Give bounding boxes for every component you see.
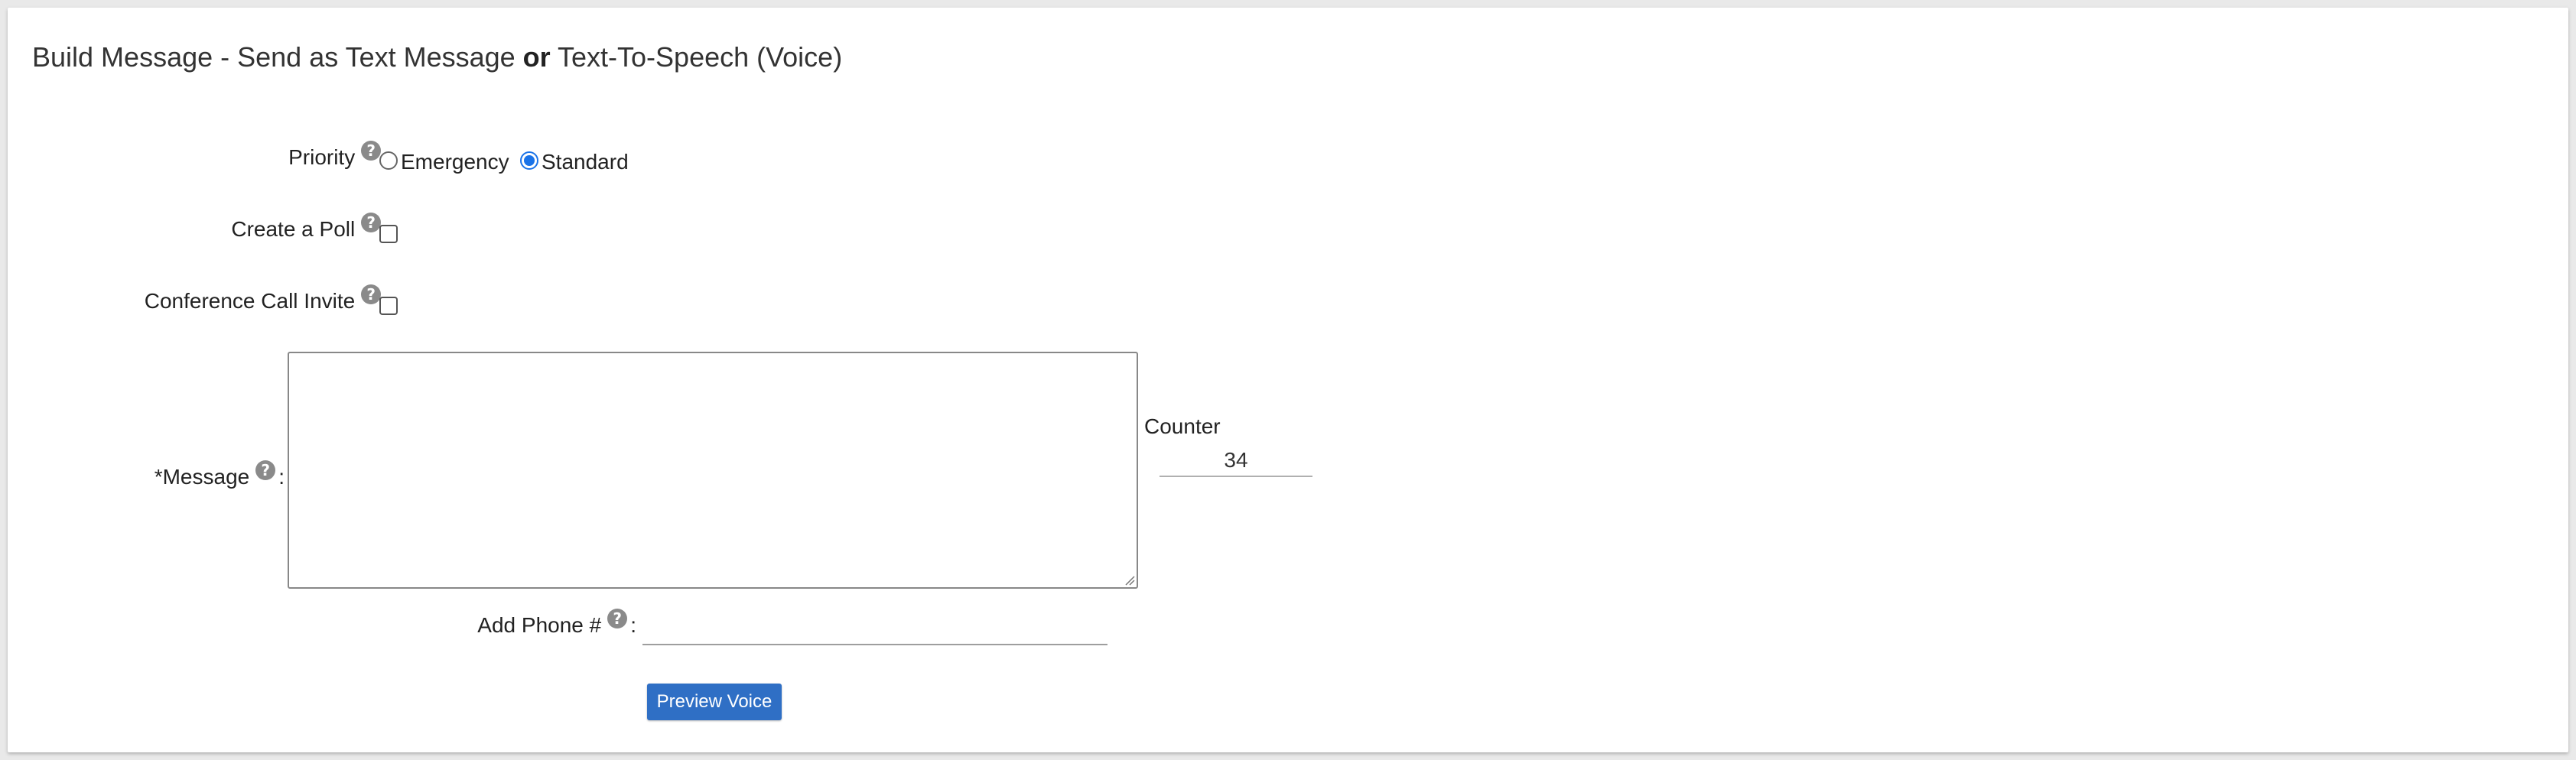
create-poll-label-text: Create a Poll: [231, 217, 356, 241]
help-icon[interactable]: ?: [607, 609, 628, 628]
priority-option-emergency-label[interactable]: Emergency: [401, 150, 509, 174]
colon: :: [630, 613, 636, 637]
create-poll-checkbox[interactable]: [379, 225, 398, 243]
counter-label: Counter: [1144, 414, 1221, 438]
title-or: or: [522, 41, 551, 73]
resize-grip-icon[interactable]: [1124, 575, 1135, 586]
create-poll-label: Create a Poll?:: [231, 213, 390, 242]
add-phone-input[interactable]: [642, 612, 1107, 645]
message-label-text: *Message: [154, 465, 250, 489]
counter-value: 34: [1160, 448, 1312, 477]
help-icon[interactable]: ?: [361, 213, 382, 232]
title-text: Build Message - Send as Text Message: [32, 41, 523, 73]
priority-radio-emergency[interactable]: [379, 151, 398, 170]
page-title: Build Message - Send as Text Message or …: [32, 41, 842, 73]
message-label: *Message?:: [154, 460, 285, 489]
colon: :: [278, 465, 285, 489]
priority-option-standard-label[interactable]: Standard: [542, 150, 629, 174]
priority-label: Priority?:: [288, 141, 390, 170]
add-phone-label: Add Phone #?:: [477, 609, 636, 638]
add-phone-label-text: Add Phone #: [477, 613, 602, 637]
build-message-panel: Build Message - Send as Text Message or …: [8, 8, 2568, 752]
priority-radio-standard[interactable]: [520, 151, 538, 170]
title-text-voice: Text-To-Speech (Voice): [550, 41, 843, 73]
help-icon[interactable]: ?: [255, 460, 276, 480]
preview-voice-button[interactable]: Preview Voice: [647, 684, 782, 720]
conference-call-label: Conference Call Invite?:: [144, 284, 390, 313]
help-icon[interactable]: ?: [361, 284, 382, 304]
conference-call-label-text: Conference Call Invite: [144, 289, 356, 313]
message-textarea[interactable]: [288, 352, 1138, 589]
priority-label-text: Priority: [288, 145, 356, 169]
conference-call-checkbox[interactable]: [379, 297, 398, 315]
help-icon[interactable]: ?: [361, 141, 382, 161]
